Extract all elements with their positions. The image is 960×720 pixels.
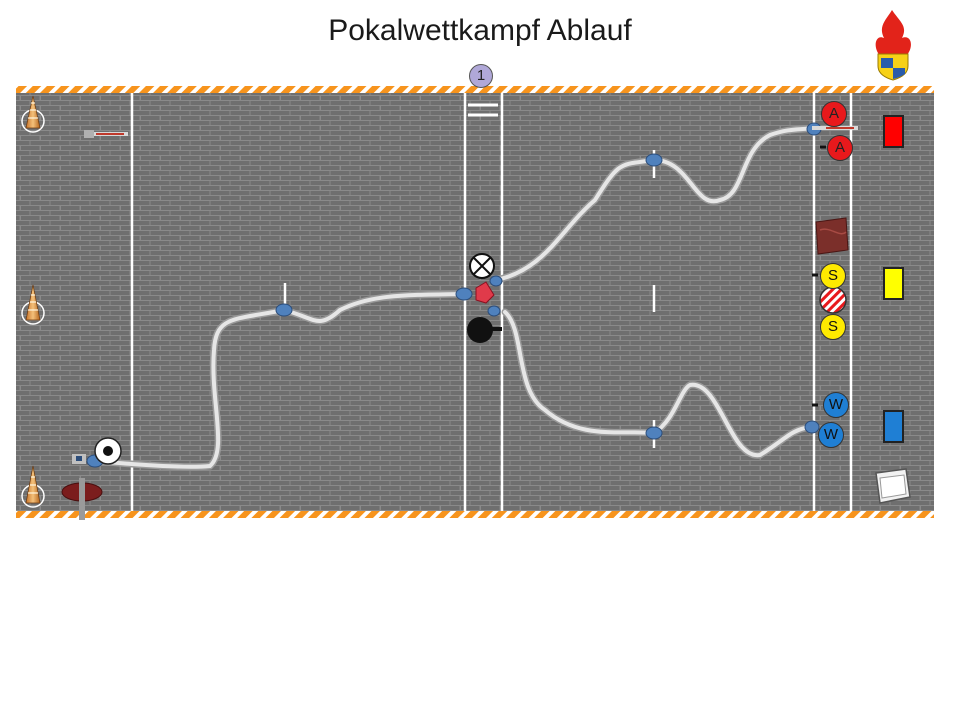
- tank-icon: [467, 317, 502, 343]
- tarp-icon: [815, 217, 849, 255]
- step-number-badge: 1: [469, 64, 493, 88]
- trupp-connector-ticks: [812, 145, 826, 407]
- traffic-cone-icon: [21, 95, 45, 133]
- nozzle-icon: [84, 130, 128, 138]
- hydrant-icon: [61, 478, 103, 520]
- angriffstrupp-marker: A: [827, 135, 853, 161]
- angriffstrupp-marker: A: [821, 101, 847, 127]
- traffic-cone-icon: [21, 284, 45, 325]
- schlauchtrupp-marker: S: [820, 263, 846, 289]
- wassertrupp-marker: W: [818, 422, 844, 448]
- border-bottom: [16, 511, 934, 518]
- traffic-cone-icon: [21, 465, 45, 508]
- team-marker-icon: [819, 286, 847, 314]
- hose-lines: [92, 124, 817, 471]
- border-top: [16, 86, 934, 93]
- nozzle-icon: [72, 454, 86, 464]
- wassertrupp-box: [883, 410, 904, 443]
- distributor-icon: [475, 281, 495, 304]
- box-icon: [875, 468, 911, 504]
- schlauchtrupp-marker: S: [820, 314, 846, 340]
- wassertrupp-marker: W: [823, 392, 849, 418]
- field: [16, 90, 934, 514]
- logo-flame-shield-icon: [875, 10, 911, 81]
- water-source-icon: [94, 437, 122, 465]
- angriffstrupp-box: [883, 115, 904, 148]
- schlauchtrupp-box: [883, 267, 904, 300]
- page-title: Pokalwettkampf Ablauf: [328, 14, 632, 47]
- start-line-marker: [468, 103, 498, 117]
- lane-lines: [130, 93, 853, 511]
- valve-icon: [469, 253, 495, 279]
